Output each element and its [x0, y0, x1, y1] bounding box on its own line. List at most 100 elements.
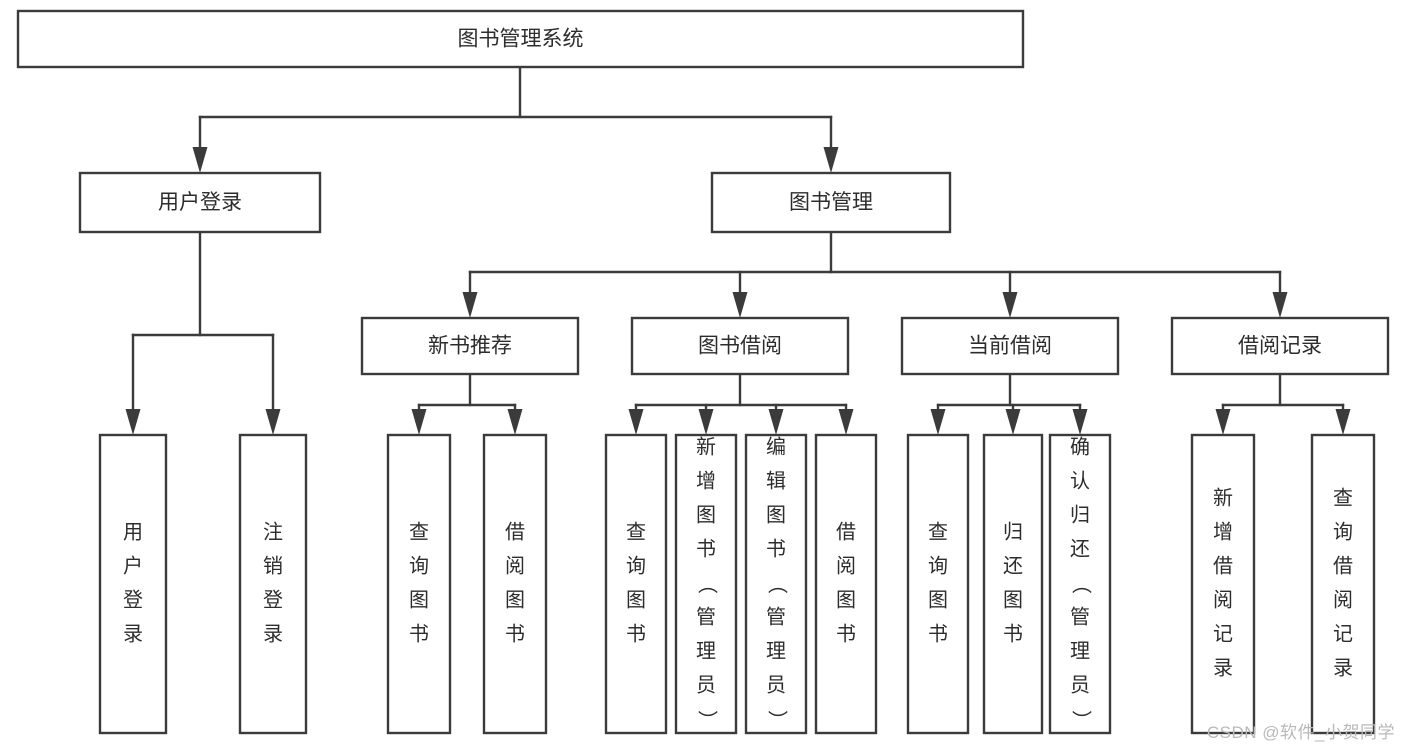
node-label-char: ）: [766, 710, 789, 730]
node-label-char: 员: [696, 674, 716, 696]
node-user-login[interactable]: 用户登录: [78, 171, 322, 234]
node-label-char: 录: [263, 623, 283, 645]
node-label-char: （: [1070, 574, 1093, 594]
edge-group-current-borrow: [930, 372, 1088, 435]
edge-group-book-borrow: [628, 372, 854, 435]
node-new-book-rec[interactable]: 新书推荐: [360, 316, 580, 376]
node-label-char: 书: [1003, 622, 1023, 645]
node-label-char: 新: [1213, 486, 1233, 509]
node-box[interactable]: [1170, 316, 1390, 376]
node-label: 图书借阅: [698, 335, 782, 358]
node-box[interactable]: [710, 171, 952, 234]
arrow-head-icon: [838, 409, 854, 435]
node-box[interactable]: [982, 433, 1044, 735]
node-box[interactable]: [238, 433, 308, 735]
node-box[interactable]: [1310, 433, 1376, 735]
node-leaf-user-login[interactable]: 用户登录: [98, 433, 168, 735]
node-label-char: 书: [626, 622, 646, 645]
arrow-head-icon: [192, 147, 208, 173]
node-label-char: 归: [1070, 503, 1090, 526]
node-label-char: 图: [1003, 589, 1023, 611]
node-box[interactable]: [744, 433, 808, 735]
node-label-char: 管: [1070, 605, 1090, 628]
node-borrow-record[interactable]: 借阅记录: [1170, 316, 1390, 376]
node-label-char: 还: [1003, 554, 1023, 577]
node-label-char: （: [766, 574, 789, 594]
node-label-char: ）: [696, 710, 719, 730]
node-label-char: 书: [696, 537, 716, 560]
node-book-manage[interactable]: 图书管理: [710, 171, 952, 234]
node-box[interactable]: [98, 433, 168, 735]
node-box[interactable]: [604, 433, 668, 735]
connector-layer: [125, 65, 1351, 435]
node-root[interactable]: 图书管理系统: [16, 9, 1025, 69]
node-label-char: 借: [836, 520, 856, 543]
node-label-char: 理: [696, 640, 716, 662]
node-label-char: 询: [626, 554, 646, 577]
node-label-char: 查: [626, 520, 646, 543]
node-box[interactable]: [386, 433, 452, 735]
node-label-char: 录: [1213, 657, 1233, 679]
node-label-char: 图: [409, 589, 429, 611]
node-label: 用户登录: [158, 191, 242, 214]
node-box[interactable]: [1190, 433, 1256, 735]
node-label-char: 询: [1333, 520, 1353, 543]
node-label-char: 图: [505, 589, 525, 611]
node-box[interactable]: [1048, 433, 1112, 735]
node-label-char: 阅: [1213, 588, 1233, 611]
node-label-char: 图: [766, 504, 786, 526]
node-label-char: 员: [766, 674, 786, 696]
node-box[interactable]: [78, 171, 322, 234]
node-label-char: 阅: [1333, 588, 1353, 611]
node-label-char: 管: [766, 605, 786, 628]
node-label-char: 图: [626, 589, 646, 611]
node-label-char: 书: [409, 622, 429, 645]
node-current-borrow[interactable]: 当前借阅: [900, 316, 1120, 376]
node-label-char: 查: [928, 520, 948, 543]
node-book-borrow[interactable]: 图书借阅: [630, 316, 850, 376]
edge-group-new-book-rec: [411, 372, 523, 435]
node-label-char: 用: [123, 521, 143, 543]
node-label-char: 借: [505, 520, 525, 543]
node-label-char: 户: [123, 554, 143, 577]
node-label-char: 归: [1003, 520, 1023, 543]
node-box[interactable]: [360, 316, 580, 376]
node-box[interactable]: [482, 433, 548, 735]
node-label-char: 辑: [766, 469, 786, 492]
arrow-head-icon: [462, 292, 478, 318]
node-label: 借阅记录: [1238, 335, 1322, 358]
node-label: 新书推荐: [428, 335, 512, 358]
node-box[interactable]: [900, 316, 1120, 376]
node-box[interactable]: [906, 433, 970, 735]
node-box[interactable]: [16, 9, 1025, 69]
edge-group-root: [192, 65, 839, 173]
node-box[interactable]: [674, 433, 738, 735]
arrow-head-icon: [1005, 409, 1021, 435]
node-box[interactable]: [630, 316, 850, 376]
node-label-char: 书: [766, 537, 786, 560]
node-box[interactable]: [814, 433, 878, 735]
node-label-char: 新: [696, 435, 716, 458]
node-label-char: （: [696, 574, 719, 594]
node-label: 图书管理: [789, 191, 873, 214]
